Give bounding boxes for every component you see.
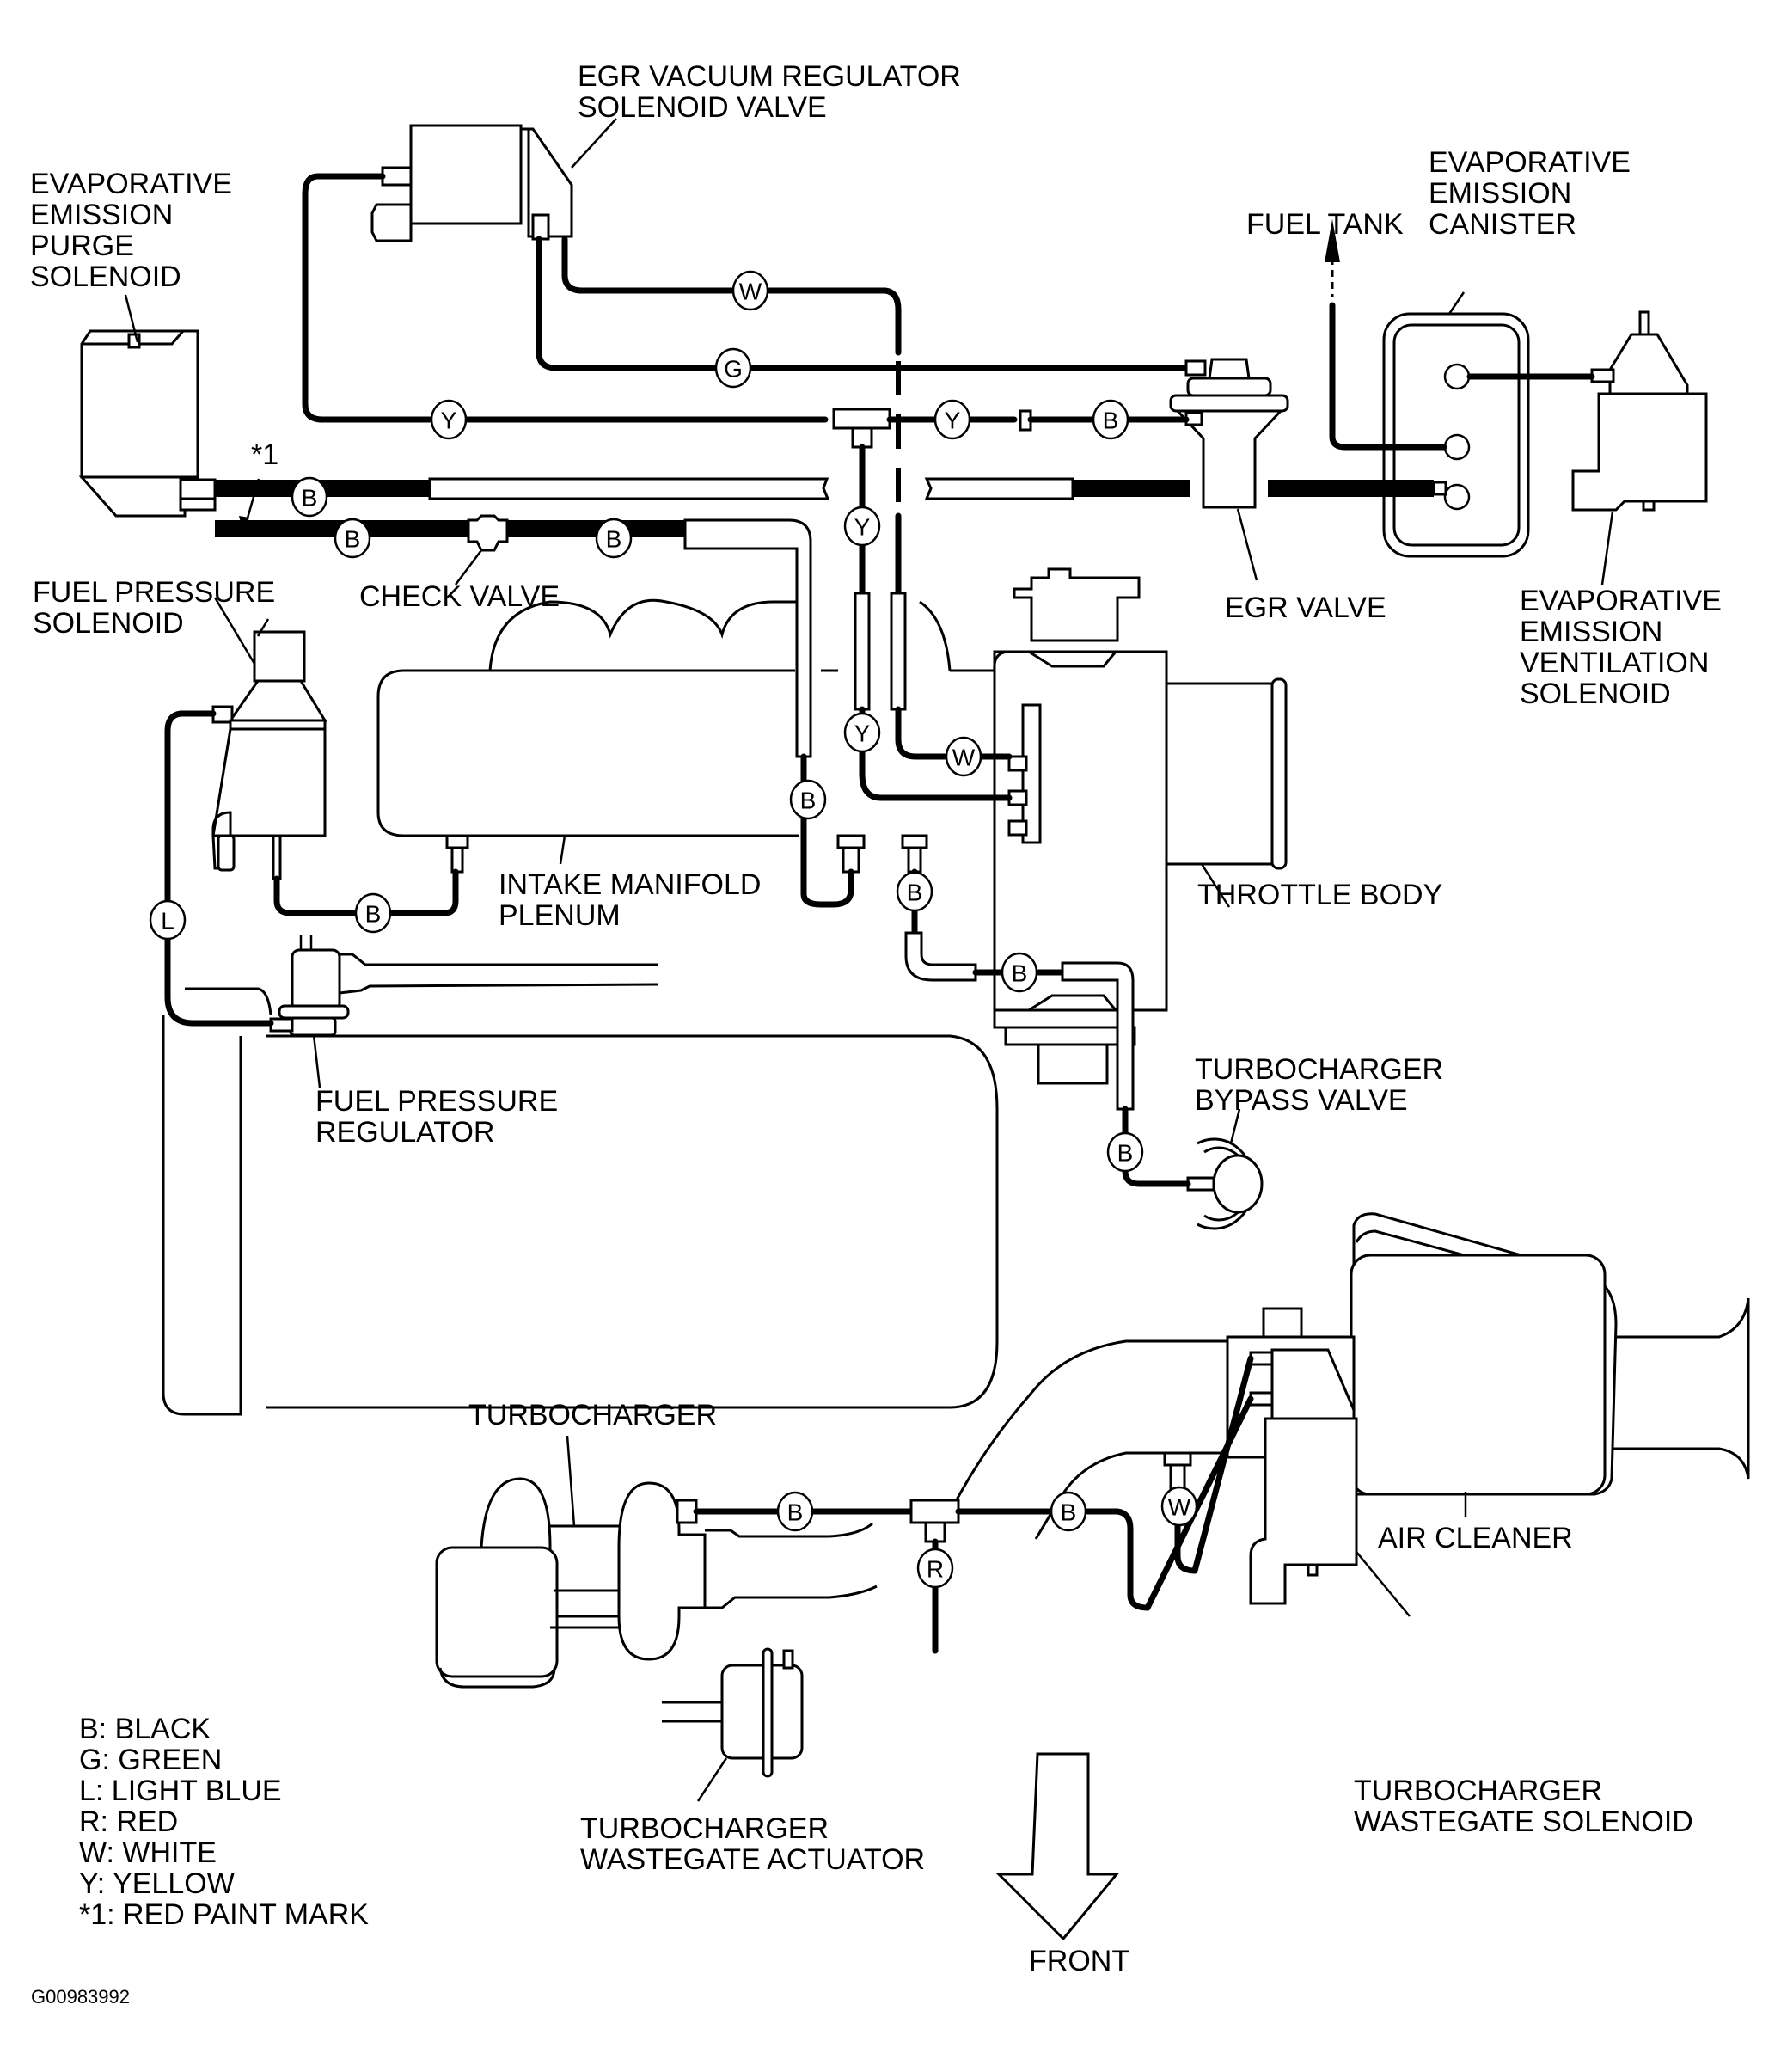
hose-tag-b: B: [789, 779, 827, 820]
svg-text:Y: Y: [854, 720, 871, 747]
legend-item: G: GREEN: [79, 1744, 222, 1776]
fuel-pressure-regulator-label: FUEL PRESSURE REGULATOR: [315, 1085, 566, 1149]
svg-text:B: B: [800, 788, 817, 814]
turbocharger-wastegate-solenoid[interactable]: [1249, 1348, 1358, 1605]
hose-tag-b: B: [354, 892, 392, 934]
hose-tag-b: B: [595, 518, 633, 559]
svg-text:Y: Y: [854, 514, 871, 541]
egr-vacuum-regulator-label: EGR VACUUM REGULATOR SOLENOID VALVE: [578, 60, 969, 124]
svg-text:Y: Y: [441, 408, 457, 434]
component-labels: EGR VACUUM REGULATOR SOLENOID VALVE EVAP…: [30, 60, 1729, 1977]
hose-tag-y: Y: [843, 506, 881, 547]
hose-tag-l: L: [149, 899, 187, 941]
legend-item: L: LIGHT BLUE: [79, 1775, 282, 1807]
svg-text:B: B: [345, 526, 361, 553]
hose-tag-w: W: [945, 736, 982, 777]
hose-tag-w: W: [731, 270, 769, 311]
vacuum-hoses: [164, 173, 1595, 1654]
svg-text:B: B: [1012, 960, 1028, 987]
hose-tag-b: B: [334, 518, 371, 559]
evap-emission-canister[interactable]: [1382, 312, 1530, 558]
throttle-body-label: THROTTLE BODY: [1197, 879, 1442, 911]
throttle-body[interactable]: [993, 567, 1288, 1085]
hose-tag-g: G: [714, 347, 752, 389]
color-legend: B: BLACK G: GREEN L: LIGHT BLUE R: RED W…: [79, 1713, 369, 1931]
hose-tag-b: B: [1106, 1131, 1144, 1173]
svg-text:B: B: [1117, 1140, 1134, 1167]
svg-text:B: B: [787, 1499, 804, 1526]
svg-text:B: B: [302, 485, 318, 512]
hose-tag-y: Y: [933, 399, 971, 440]
egr-valve-label: EGR VALVE: [1225, 592, 1386, 624]
evap-purge-solenoid[interactable]: [78, 329, 217, 518]
legend-item: B: BLACK: [79, 1713, 211, 1745]
legend-item: Y: YELLOW: [79, 1867, 235, 1900]
svg-text:B: B: [1061, 1499, 1077, 1526]
hose-tag-b: B: [896, 871, 933, 912]
engine-block: [162, 1015, 999, 1416]
evap-ventilation-solenoid-label: EVAPORATIVE EMISSION VENTILATION SOLENOI…: [1520, 585, 1729, 710]
svg-text:L: L: [161, 908, 174, 935]
svg-text:G: G: [724, 356, 743, 383]
svg-text:Y: Y: [945, 408, 961, 434]
hose-tag-w: W: [1160, 1486, 1198, 1527]
red-paint-mark-label: *1: [251, 438, 278, 471]
evap-purge-solenoid-label: EVAPORATIVE EMISSION PURGE SOLENOID: [30, 168, 240, 293]
svg-text:W: W: [739, 279, 762, 305]
evap-canister-label: EVAPORATIVE EMISSION CANISTER: [1429, 146, 1638, 241]
hose-tag-b: B: [1001, 952, 1038, 993]
leader-lines: [124, 118, 1614, 1802]
hose-tag-r: R: [916, 1548, 954, 1589]
egr-valve[interactable]: [1169, 358, 1289, 509]
fuel-pressure-regulator[interactable]: [185, 935, 658, 1037]
turbo-bypass-valve-label: TURBOCHARGER BYPASS VALVE: [1195, 1053, 1451, 1117]
svg-text:B: B: [606, 526, 622, 553]
fuel-tank-arrow: [1325, 219, 1340, 297]
check-valve-label: CHECK VALVE: [359, 580, 560, 613]
svg-text:W: W: [952, 745, 976, 771]
front-arrow-icon: [995, 1752, 1120, 1941]
turbocharger-label: TURBOCHARGER: [468, 1399, 717, 1431]
svg-text:B: B: [907, 880, 923, 906]
evap-ventilation-solenoid[interactable]: [1571, 310, 1708, 512]
hose-tag-y: Y: [843, 712, 881, 753]
svg-text:B: B: [1103, 408, 1119, 434]
hose-tag-y: Y: [430, 399, 468, 440]
svg-text:B: B: [365, 901, 382, 928]
intake-manifold-plenum-label: INTAKE MANIFOLD PLENUM: [499, 868, 769, 932]
turbo-wastegate-actuator-label: TURBOCHARGER WASTEGATE ACTUATOR: [580, 1812, 925, 1876]
turbocharger-wastegate-actuator[interactable]: [662, 1647, 804, 1778]
hose-tag-b: B: [291, 476, 328, 518]
egr-vacuum-regulator-solenoid-valve[interactable]: [370, 124, 573, 242]
fuel-pressure-solenoid-label: FUEL PRESSURE SOLENOID: [33, 576, 284, 640]
svg-text:W: W: [1168, 1494, 1191, 1521]
legend-item: *1: RED PAINT MARK: [79, 1898, 369, 1931]
hose-tag-b: B: [776, 1491, 814, 1532]
turbocharger-bypass-valve[interactable]: [1186, 1137, 1264, 1230]
figure-id: G00983992: [31, 1986, 130, 2008]
hose-tag-b: B: [1050, 1491, 1087, 1532]
legend-item: R: RED: [79, 1805, 178, 1838]
svg-text:R: R: [927, 1556, 944, 1583]
turbo-wastegate-solenoid-label: TURBOCHARGER WASTEGATE SOLENOID: [1354, 1775, 1693, 1838]
air-cleaner-label: AIR CLEANER: [1378, 1522, 1573, 1554]
legend-item: W: WHITE: [79, 1836, 217, 1869]
hose-color-tags: W G Y Y B B B B Y Y W B L B B B B B B R …: [149, 270, 1198, 1589]
front-label: FRONT: [1029, 1945, 1129, 1977]
hose-tag-b: B: [1092, 399, 1129, 440]
fuel-tank-label: FUEL TANK: [1246, 208, 1404, 241]
fuel-pressure-solenoid[interactable]: [211, 630, 327, 880]
